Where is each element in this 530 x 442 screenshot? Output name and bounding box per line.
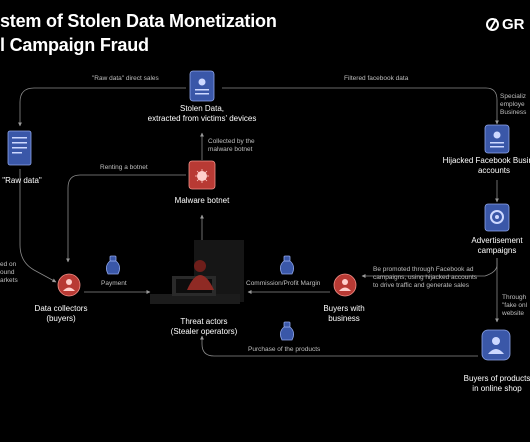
node-data-collectors-line-2: (buyers) <box>46 314 76 323</box>
stolen-data-icon <box>189 70 215 102</box>
node-stolen-data: Stolen Data, extracted from victims' dev… <box>148 104 257 124</box>
money-bag-icon-commission <box>280 255 294 275</box>
money-bag-icon-payment <box>106 255 120 275</box>
node-buyers-business-line-2: business <box>328 314 360 323</box>
logo-text: GR <box>502 16 525 33</box>
node-data-collectors-line-1: Data collectors <box>34 304 88 313</box>
edge-label-raw-direct-sales: "Raw data" direct sales <box>92 75 159 82</box>
node-buyers-products: Buyers of products in online shop <box>464 374 530 394</box>
brand-logo: GR <box>486 16 525 33</box>
node-advertisement-line-1: Advertisement <box>471 236 523 245</box>
edge-label-promoted-line-2: campaigns, using hijacked accounts <box>373 274 478 281</box>
edge-label-commission: Commission/Profit Margin <box>246 280 321 287</box>
edge-label-collected-by-line-2: malware botnet <box>208 146 253 153</box>
threat-actor-figure <box>150 240 244 304</box>
edge-label-renting-botnet: Renting a botnet <box>100 164 148 171</box>
node-stolen-data-line-2: extracted from victims' devices <box>147 114 257 123</box>
edge-label-through-line-2: "fake onl <box>502 302 528 309</box>
raw-data-icon <box>7 130 32 166</box>
node-advertisement: Advertisement campaigns <box>471 236 522 256</box>
money-bag-icon-purchase <box>280 321 294 341</box>
edge-label-through-line-3: website <box>502 310 525 317</box>
node-data-collectors: Data collectors (buyers) <box>35 304 88 324</box>
title-line-1: stem of Stolen Data Monetization <box>0 11 277 31</box>
node-hijacked-facebook-line-2: accounts <box>477 166 511 175</box>
edge-label-specialized: Specializ employe Business <box>500 93 526 117</box>
edge-label-collected-by: Collected by the malware botnet <box>208 138 255 154</box>
node-threat-actors-line-2: (Stealer operators) <box>170 327 238 336</box>
edge-filtered-facebook <box>222 87 499 125</box>
edge-label-payment: Payment <box>101 280 127 287</box>
malware-botnet-icon <box>188 160 216 190</box>
node-threat-actors-line-1: Threat actors <box>180 317 228 326</box>
edge-label-through-line-1: Through <box>502 294 527 301</box>
edge-raw-to-collectors <box>19 169 57 283</box>
node-buyers-business-line-1: Buyers with <box>323 304 365 313</box>
node-threat-actors: Threat actors (Stealer operators) <box>171 317 238 337</box>
edge-raw-direct-sales <box>18 87 186 127</box>
edge-label-specialized-line-2: employe <box>500 101 525 108</box>
edge-renting-botnet <box>66 174 186 263</box>
page-title: stem of Stolen Data Monetization l Campa… <box>0 9 277 57</box>
edge-label-specialized-line-3: Business <box>500 109 527 116</box>
edge-label-left-partial-line-3: arkets <box>0 277 18 284</box>
logo-icon <box>486 18 499 31</box>
node-buyers-products-line-2: in online shop <box>472 384 522 393</box>
node-malware-botnet: Malware botnet <box>174 196 230 205</box>
hijacked-facebook-icon <box>484 124 510 154</box>
node-hijacked-facebook-line-1: Hijacked Facebook Business <box>442 156 530 165</box>
edge-label-left-partial-line-2: ound <box>0 269 15 276</box>
edge-label-promoted-line-3: to drive traffic and generate sales <box>373 282 469 289</box>
edge-label-specialized-line-1: Specializ <box>500 93 527 100</box>
data-collectors-icon <box>57 273 81 297</box>
node-raw-data: "Raw data" <box>2 176 42 185</box>
edge-label-filtered-facebook: Filtered facebook data <box>344 75 409 82</box>
edge-label-promoted-line-1: Be promoted through Facebook ad <box>373 266 474 273</box>
buyers-products-icon <box>481 329 511 361</box>
advertisement-icon <box>484 203 510 232</box>
node-buyers-business: Buyers with business <box>323 304 364 324</box>
node-stolen-data-line-1: Stolen Data, <box>179 104 225 113</box>
edge-label-left-partial-line-1: ed on <box>0 261 17 268</box>
edge-label-through: Through "fake onl website <box>502 294 527 318</box>
edge-label-left-partial: ed on ound arkets <box>0 261 18 285</box>
node-buyers-products-line-1: Buyers of products <box>463 374 530 383</box>
edge-label-promoted: Be promoted through Facebook ad campaign… <box>373 266 477 290</box>
buyers-business-icon <box>333 273 357 297</box>
title-line-2: l Campaign Fraud <box>0 35 149 55</box>
edge-label-purchase: Purchase of the products <box>248 346 321 353</box>
node-hijacked-facebook: Hijacked Facebook Business accounts <box>443 156 530 176</box>
edge-label-collected-by-line-1: Collected by the <box>208 138 255 145</box>
edge-purchase <box>200 335 478 357</box>
node-advertisement-line-2: campaigns <box>477 246 517 255</box>
